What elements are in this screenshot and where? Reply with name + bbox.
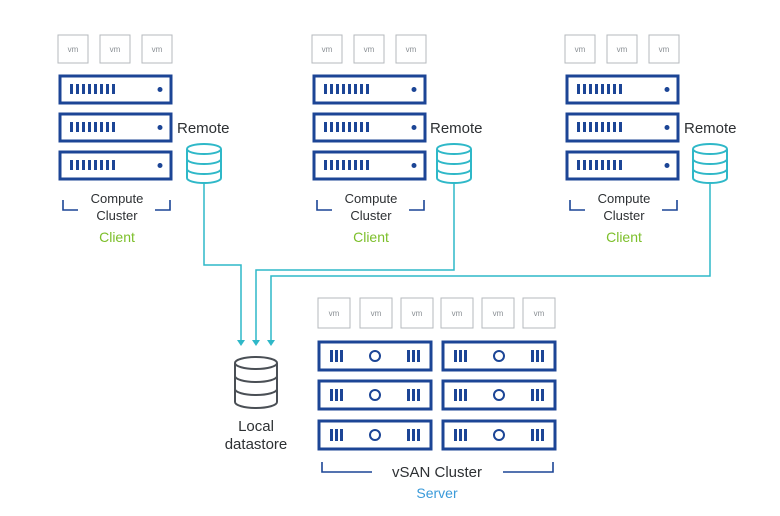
remote-label: Remote <box>430 120 483 137</box>
server-rack-icon <box>441 419 557 451</box>
server-rack-icon <box>317 340 433 372</box>
arrowhead-icon <box>267 340 275 346</box>
svg-text:vm: vm <box>68 45 79 54</box>
arrowhead-icon <box>252 340 260 346</box>
server-rack-icon <box>58 150 173 181</box>
server-rack-icon <box>565 150 680 181</box>
cluster-label-line1: Compute <box>91 191 144 206</box>
server-rack-icon <box>58 74 173 105</box>
arrowhead-icon <box>237 340 245 346</box>
bracket-icon <box>316 200 425 211</box>
vm-box: vm <box>400 297 434 329</box>
client-cluster-2: vm vm vm Remote <box>311 34 483 245</box>
server-rack-icon <box>312 112 427 143</box>
cluster-label-line2: Cluster <box>350 208 392 223</box>
svg-text:vm: vm <box>493 309 504 318</box>
remote-label: Remote <box>177 120 230 137</box>
server-rack-icon <box>441 379 557 411</box>
vm-box: vm <box>317 297 351 329</box>
svg-text:vm: vm <box>617 45 628 54</box>
vm-box: vm <box>481 297 515 329</box>
cluster-label-line2: Cluster <box>603 208 645 223</box>
bracket-icon <box>569 200 678 211</box>
server-rack-icon <box>312 150 427 181</box>
vm-box: vm <box>99 34 131 64</box>
svg-text:vm: vm <box>452 309 463 318</box>
bracket-icon <box>321 462 554 473</box>
remote-datastore-icon <box>436 143 472 184</box>
client-cluster-1: vm vm vm Remote <box>57 34 230 245</box>
svg-text:vm: vm <box>659 45 670 54</box>
server-rack-icon <box>565 112 680 143</box>
vm-box: vm <box>311 34 343 64</box>
client-cluster-3: vm vm vm Remote <box>564 34 737 245</box>
svg-text:vm: vm <box>534 309 545 318</box>
server-rack-icon <box>312 74 427 105</box>
local-datastore-icon <box>234 356 278 409</box>
vm-box: vm <box>57 34 89 64</box>
svg-text:vm: vm <box>110 45 121 54</box>
vm-box: vm <box>141 34 173 64</box>
server-rack-icon <box>441 340 557 372</box>
svg-text:vm: vm <box>412 309 423 318</box>
vm-row: vm vm vm <box>311 34 427 64</box>
server-rack-icon <box>317 419 433 451</box>
vm-row: vm vm vm vm vm vm <box>317 297 556 329</box>
vm-row: vm vm vm <box>57 34 173 64</box>
vm-box: vm <box>359 297 393 329</box>
svg-text:vm: vm <box>371 309 382 318</box>
local-datastore: Local datastore <box>225 356 288 453</box>
client-role-label: Client <box>99 229 135 245</box>
cluster-label-line1: Compute <box>345 191 398 206</box>
vm-box: vm <box>522 297 556 329</box>
vsan-cluster-label: vSAN Cluster <box>392 464 482 481</box>
connection-line-3 <box>270 184 711 340</box>
local-datastore-label-line1: Local <box>238 418 274 435</box>
client-role-label: Client <box>353 229 389 245</box>
server-role-label: Server <box>416 485 458 501</box>
svg-text:vm: vm <box>364 45 375 54</box>
server-rack-icon <box>317 379 433 411</box>
cluster-label-line2: Cluster <box>96 208 138 223</box>
connection-line-2 <box>255 184 455 340</box>
svg-text:vm: vm <box>329 309 340 318</box>
local-datastore-label-line2: datastore <box>225 436 288 453</box>
client-role-label: Client <box>606 229 642 245</box>
svg-text:vm: vm <box>406 45 417 54</box>
connection-lines <box>203 184 711 346</box>
svg-text:vm: vm <box>152 45 163 54</box>
cluster-label-line1: Compute <box>598 191 651 206</box>
vm-box: vm <box>395 34 427 64</box>
bracket-icon <box>62 200 171 211</box>
vm-box: vm <box>440 297 474 329</box>
connection-line-1 <box>203 184 242 340</box>
remote-datastore-icon <box>692 143 728 184</box>
vm-box: vm <box>606 34 638 64</box>
vm-box: vm <box>353 34 385 64</box>
vm-row: vm vm vm <box>564 34 680 64</box>
vm-box: vm <box>564 34 596 64</box>
vsan-server-cluster: vm vm vm vm vm vm <box>317 297 557 501</box>
server-rack-icon <box>565 74 680 105</box>
svg-text:vm: vm <box>575 45 586 54</box>
vm-box: vm <box>648 34 680 64</box>
remote-label: Remote <box>684 120 737 137</box>
server-rack-icon <box>58 112 173 143</box>
remote-datastore-icon <box>186 143 222 184</box>
svg-text:vm: vm <box>322 45 333 54</box>
